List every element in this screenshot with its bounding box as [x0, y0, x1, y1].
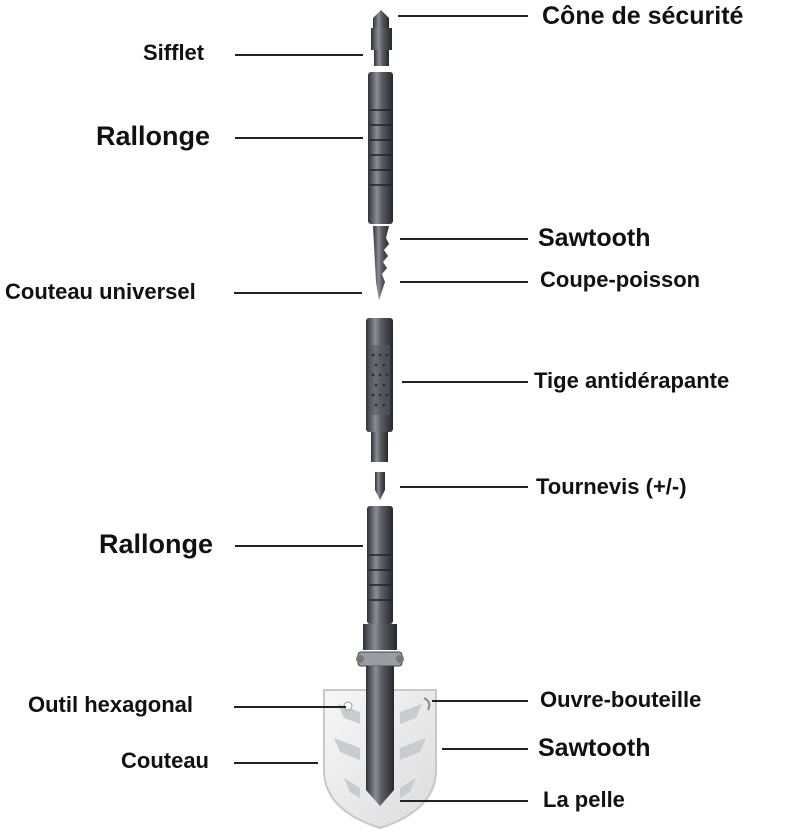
label-ouvre-bouteille: Ouvre-bouteille [540, 687, 702, 712]
leader-line-cone [398, 15, 528, 17]
label-rallonge-bottom: Rallonge [99, 529, 214, 559]
label-rallonge-top: Rallonge [96, 121, 211, 151]
leader-line-couteau-universel [234, 292, 362, 294]
leader-line-couteau [234, 762, 318, 764]
leader-line-tournevis [400, 486, 528, 488]
leader-line-tige [402, 381, 528, 383]
leader-line-sawtooth-top [400, 238, 528, 240]
bottom-extension-rod [356, 506, 404, 667]
leader-line-ouvre-bouteille [432, 700, 528, 702]
label-tige-antiderapante: Tige antidérapante [534, 368, 730, 393]
leader-line-sawtooth-bottom [442, 748, 528, 750]
top-extension-rod [368, 72, 393, 224]
leader-line-rallonge-bottom [235, 545, 363, 547]
label-sifflet: Sifflet [143, 40, 205, 65]
safety-cone-part [371, 10, 392, 66]
leader-line-sifflet [235, 54, 363, 56]
label-sawtooth-bottom: Sawtooth [538, 734, 651, 762]
leader-line-outil-hexagonal [234, 706, 346, 708]
label-outil-hexagonal: Outil hexagonal [28, 692, 194, 717]
label-tournevis: Tournevis (+/-) [536, 474, 687, 499]
label-couteau-universel: Couteau universel [5, 279, 196, 304]
anti-slip-rod [366, 318, 393, 462]
label-couteau: Couteau [121, 748, 209, 773]
label-coupe-poisson: Coupe-poisson [540, 267, 701, 292]
shovel-blade [323, 666, 437, 830]
label-cone-de-securite: Cône de sécurité [542, 2, 744, 30]
screwdriver-tip [375, 472, 385, 500]
label-la-pelle: La pelle [543, 787, 625, 812]
label-sawtooth-top: Sawtooth [538, 224, 651, 252]
leader-line-coupe-poisson [400, 281, 528, 283]
leader-line-rallonge-top [235, 137, 363, 139]
saw-knife-blade [373, 226, 389, 300]
leader-line-la-pelle [400, 800, 528, 802]
